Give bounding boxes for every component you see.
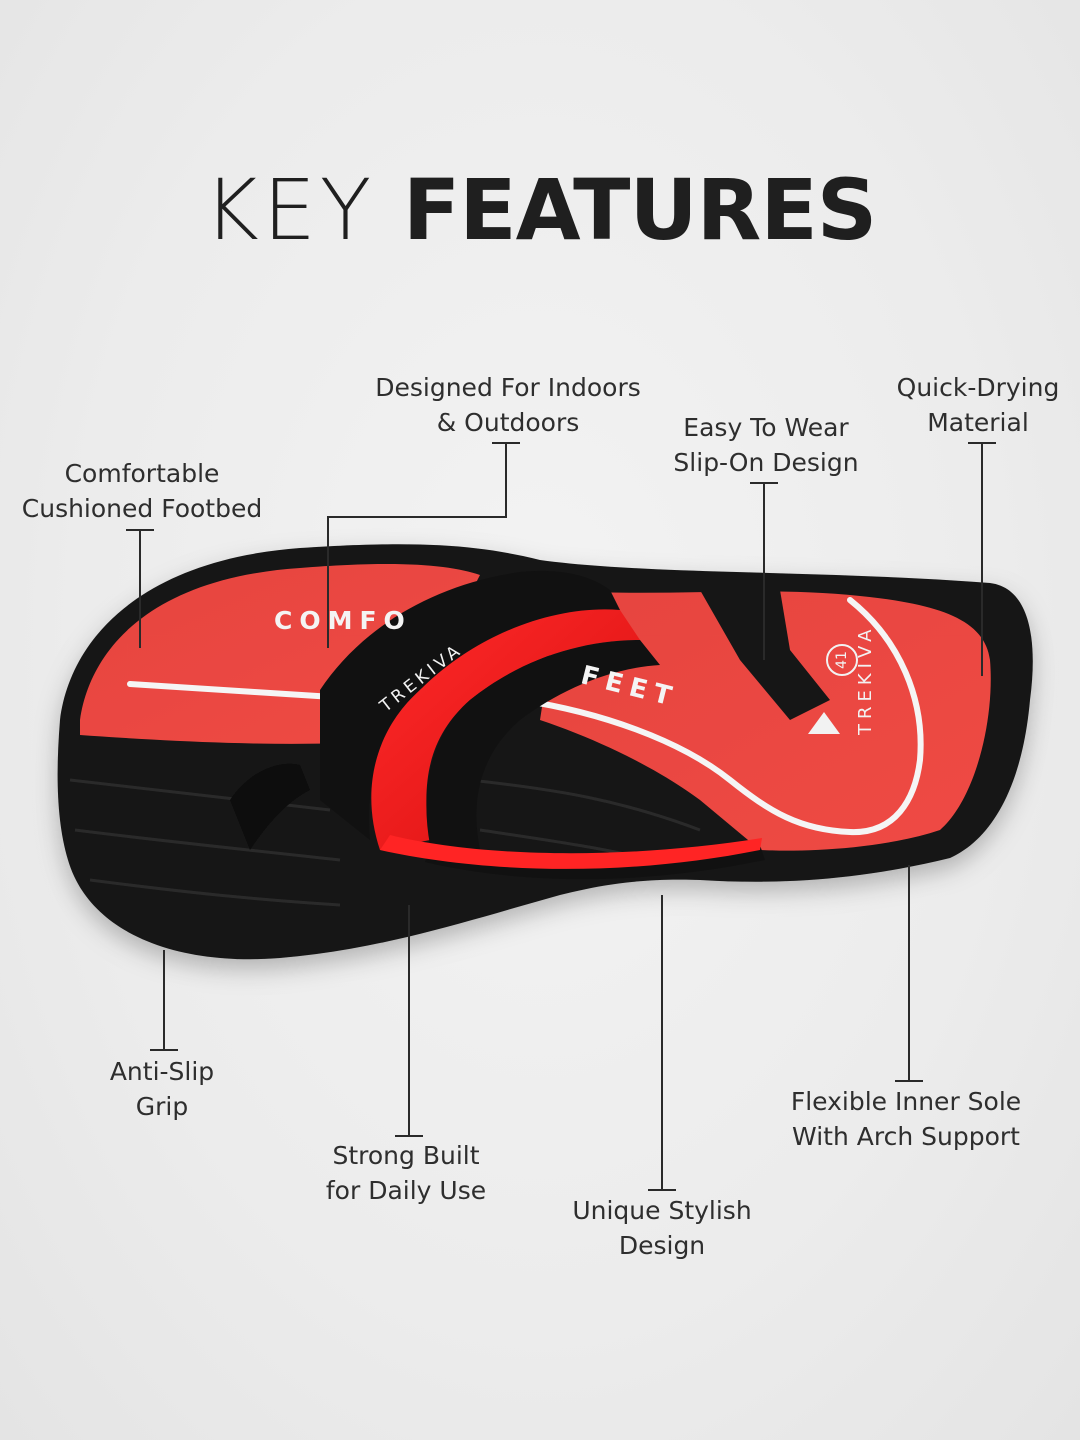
feature-antislip-line2: Grip xyxy=(135,1092,189,1121)
feature-indoors: Designed For Indoors & Outdoors xyxy=(375,370,641,440)
feature-easy-line2: Slip-On Design xyxy=(673,448,859,477)
forefoot-stripe xyxy=(517,597,924,836)
feature-unique-line1: Unique Stylish xyxy=(572,1196,752,1225)
feature-flexible: Flexible Inner Sole With Arch Support xyxy=(791,1084,1021,1154)
feature-indoors-line2: & Outdoors xyxy=(436,408,580,437)
feature-quick-line1: Quick-Drying xyxy=(896,373,1060,402)
feature-antislip: Anti-Slip Grip xyxy=(110,1054,214,1124)
feature-flexible-line1: Flexible Inner Sole xyxy=(790,1087,1022,1116)
slogan-left: COMFO xyxy=(274,606,412,635)
title-light-word: KEY xyxy=(203,161,376,259)
callout-line-indoors xyxy=(327,443,507,648)
feature-comfortable-line1: Comfortable xyxy=(64,459,220,488)
feature-antislip-line1: Anti-Slip xyxy=(109,1057,215,1086)
feature-strong-line1: Strong Built xyxy=(332,1141,480,1170)
feature-easy: Easy To Wear Slip-On Design xyxy=(673,410,858,480)
footbed-forefoot-panel xyxy=(540,590,991,851)
feature-indoors-line1: Designed For Indoors xyxy=(375,373,641,402)
feature-strong-line2: for Daily Use xyxy=(325,1176,487,1205)
feature-unique-line2: Design xyxy=(618,1231,706,1260)
feature-comfortable: Comfortable Cushioned Footbed xyxy=(22,456,262,526)
feature-quick-line2: Material xyxy=(927,408,1029,437)
feature-easy-line1: Easy To Wear xyxy=(683,413,849,442)
page-title: KEY FEATURES xyxy=(0,168,1080,252)
feature-flexible-line2: With Arch Support xyxy=(792,1122,1020,1151)
sole-grooves xyxy=(69,778,701,907)
brand-logo-icon xyxy=(808,712,840,734)
feature-quick: Quick-Drying Material xyxy=(897,370,1060,440)
feature-comfortable-line2: Cushioned Footbed xyxy=(21,494,263,523)
feature-unique: Unique Stylish Design xyxy=(572,1193,751,1263)
toe-post xyxy=(230,763,310,850)
title-bold-word: FEATURES xyxy=(402,161,877,259)
strap xyxy=(320,570,765,880)
feature-strong: Strong Built for Daily Use xyxy=(326,1138,486,1208)
